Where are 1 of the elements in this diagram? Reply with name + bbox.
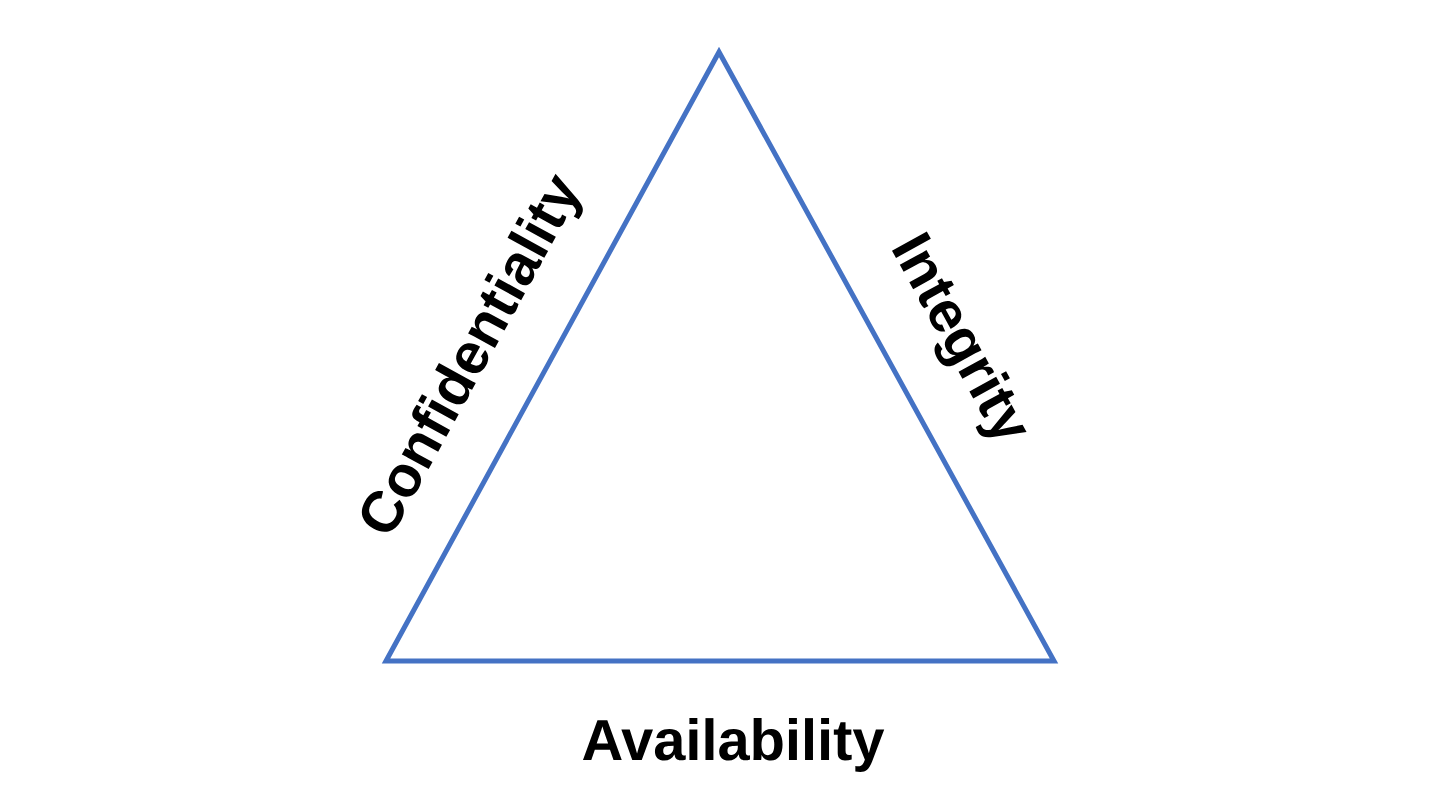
side-label: Availability bbox=[582, 718, 885, 772]
